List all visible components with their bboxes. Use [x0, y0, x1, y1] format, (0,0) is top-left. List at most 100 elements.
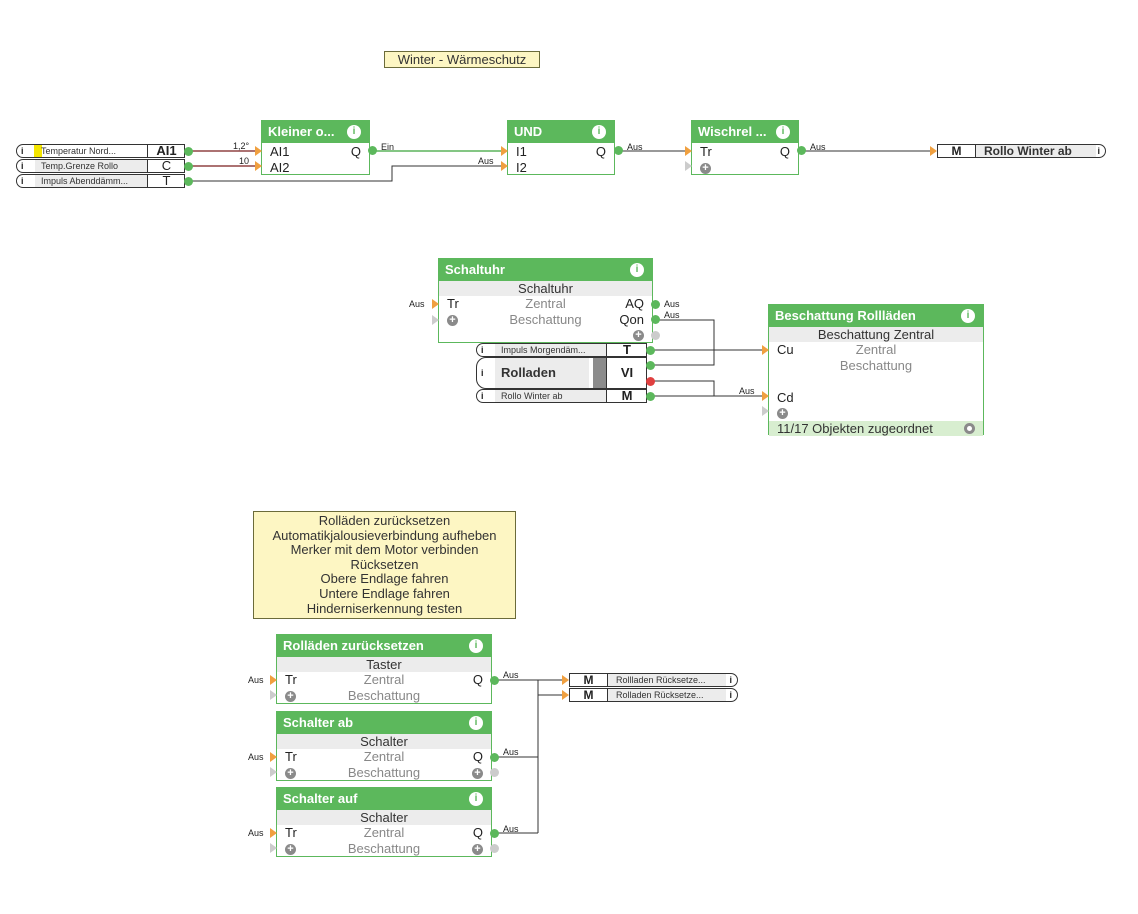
add-output-icon[interactable]: + — [472, 768, 483, 779]
info-icon[interactable]: i — [592, 125, 606, 139]
info-icon[interactable]: i — [21, 146, 24, 156]
input-port-empty[interactable] — [762, 406, 769, 416]
output-port[interactable] — [646, 361, 655, 370]
output-port[interactable] — [184, 177, 193, 186]
output-port[interactable] — [490, 676, 499, 685]
input-port[interactable] — [255, 146, 262, 156]
input-object-temperatur[interactable]: i Temperatur Nord... AI1 — [16, 144, 185, 158]
note-reset-procedure[interactable]: Rolläden zurücksetzen Automatikjalousiev… — [253, 511, 516, 619]
value-label: Aus — [739, 386, 755, 396]
output-object-reset-1[interactable]: M Rollladen Rücksetze... i — [569, 673, 738, 687]
add-output-icon[interactable]: + — [472, 844, 483, 855]
info-icon[interactable]: i — [630, 263, 644, 277]
output-port[interactable] — [184, 162, 193, 171]
info-icon[interactable]: i — [481, 368, 484, 378]
output-port[interactable] — [490, 829, 499, 838]
object-name: Rolladen — [495, 358, 589, 388]
input-port[interactable] — [685, 146, 692, 156]
input-port[interactable] — [562, 690, 569, 700]
input-object-impuls-morgen[interactable]: i Impuls Morgendäm... T — [476, 343, 647, 357]
input-port[interactable] — [255, 161, 262, 171]
add-input-icon[interactable]: + — [777, 408, 788, 419]
input-port-empty[interactable] — [685, 161, 692, 171]
input-port-empty[interactable] — [270, 767, 277, 777]
port-label: Tr — [285, 825, 297, 840]
output-port-empty[interactable] — [490, 768, 499, 777]
object-rolladen[interactable]: i Rolladen VI — [476, 357, 647, 389]
info-icon[interactable]: i — [729, 675, 732, 685]
port-label: I2 — [516, 160, 527, 175]
input-object-rollo-winter[interactable]: i Rollo Winter ab M — [476, 389, 647, 403]
output-port[interactable] — [614, 146, 623, 155]
object-code: T — [147, 174, 185, 187]
info-icon[interactable]: i — [776, 125, 790, 139]
info-icon[interactable]: i — [469, 792, 483, 806]
output-port[interactable] — [490, 753, 499, 762]
input-port[interactable] — [270, 675, 277, 685]
info-icon[interactable]: i — [469, 639, 483, 653]
input-port[interactable] — [270, 752, 277, 762]
block-footer[interactable]: 11/17 Objekten zugeordnet — [769, 421, 983, 436]
output-port[interactable] — [797, 146, 806, 155]
info-icon[interactable]: i — [21, 161, 24, 171]
add-input-icon[interactable]: + — [285, 768, 296, 779]
input-object-impuls-abend[interactable]: i Impuls Abenddämm... T — [16, 174, 185, 188]
input-port[interactable] — [432, 299, 439, 309]
port-label: Tr — [700, 144, 712, 159]
input-port-empty[interactable] — [270, 690, 277, 700]
add-input-icon[interactable]: + — [700, 163, 711, 174]
add-input-icon[interactable]: + — [447, 315, 458, 326]
input-port[interactable] — [762, 391, 769, 401]
output-port[interactable] — [646, 346, 655, 355]
add-input-icon[interactable]: + — [285, 844, 296, 855]
output-port[interactable] — [368, 146, 377, 155]
input-port[interactable] — [270, 828, 277, 838]
info-icon[interactable]: i — [481, 345, 484, 355]
input-port-empty[interactable] — [270, 843, 277, 853]
input-port[interactable] — [562, 675, 569, 685]
value-label: Aus — [664, 310, 680, 320]
add-output-icon[interactable]: + — [633, 330, 644, 341]
input-port[interactable] — [930, 146, 937, 156]
port-label: Q — [472, 672, 483, 687]
info-icon[interactable]: i — [729, 690, 732, 700]
port-label: Tr — [447, 296, 459, 311]
output-port[interactable] — [651, 300, 660, 309]
info-icon[interactable]: i — [481, 391, 484, 401]
info-icon[interactable]: i — [21, 176, 24, 186]
input-port[interactable] — [762, 345, 769, 355]
object-name: Impuls Abenddämm... — [35, 175, 147, 187]
input-port-empty[interactable] — [432, 315, 439, 325]
output-port[interactable] — [651, 315, 660, 324]
input-port[interactable] — [501, 146, 508, 156]
port-label: AQ — [625, 296, 644, 311]
note-winter[interactable]: Winter - Wärmeschutz — [384, 51, 540, 68]
output-object-rollo-winter[interactable]: M Rollo Winter ab i — [937, 144, 1106, 158]
info-icon[interactable]: i — [961, 309, 975, 323]
value-label: 1,2° — [233, 141, 250, 151]
info-icon[interactable]: i — [347, 125, 361, 139]
settings-icon[interactable] — [964, 423, 975, 434]
output-object-reset-2[interactable]: M Rolladen Rücksetze... i — [569, 688, 738, 702]
output-port-empty[interactable] — [490, 844, 499, 853]
input-object-temp-grenze[interactable]: i Temp.Grenze Rollo C — [16, 159, 185, 173]
output-port-empty[interactable] — [651, 331, 660, 340]
input-port[interactable] — [501, 161, 508, 171]
add-input-icon[interactable]: + — [285, 691, 296, 702]
block-category: Beschattung — [347, 765, 421, 780]
output-port-error[interactable] — [646, 377, 655, 386]
info-icon[interactable]: i — [469, 716, 483, 730]
info-icon[interactable]: i — [1097, 146, 1100, 156]
output-port[interactable] — [646, 392, 655, 401]
output-port[interactable] — [184, 147, 193, 156]
